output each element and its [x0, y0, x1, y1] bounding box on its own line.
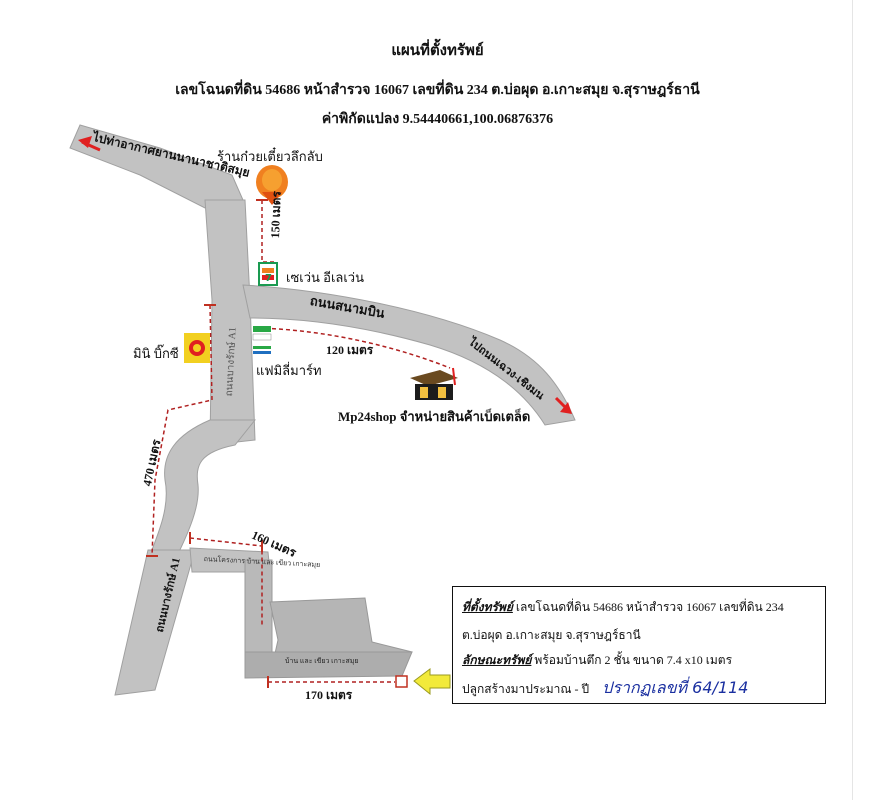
distance-150-label: 150 เมตร: [267, 190, 284, 239]
pointer-arrow-icon: [413, 668, 451, 696]
info-property-label: ลักษณะทรัพย์: [462, 653, 532, 667]
info-location-text: เลขโฉนดที่ดิน 54686 หน้าสำรวจ 16067 เลขท…: [512, 600, 784, 614]
dash-120: [257, 327, 451, 369]
arrow-to-chaweng: [554, 396, 572, 414]
road-sanam-bin: [242, 284, 576, 426]
shop-building-icon: [410, 367, 458, 400]
info-built-row: ปลูกสร้างมาประมาณ - ปี ปรากฏเลขที่ 64/11…: [462, 676, 748, 701]
info-handwritten-note: ปรากฏเลขที่ 64/114: [602, 678, 749, 697]
page-edge-line: [852, 0, 853, 800]
svg-text:7: 7: [265, 273, 272, 284]
distance-120-label: 120 เมตร: [326, 343, 374, 357]
info-location-label: ที่ตั้งทรัพย์: [462, 600, 513, 614]
info-location-row: ที่ตั้งทรัพย์ เลขโฉนดที่ดิน 54686 หน้าสำ…: [462, 598, 784, 617]
deed-subtitle: เลขโฉนดที่ดิน 54686 หน้าสำรวจ 16067 เลขท…: [175, 83, 700, 98]
family-mart-icon: [252, 326, 272, 354]
map-title: แผนที่ตั้งทรัพย์: [391, 43, 484, 59]
info-property-row: ลักษณะทรัพย์ พร้อมบ้านตึก 2 ชั้น ขนาด 7.…: [462, 651, 732, 670]
road-a1-lower: [114, 549, 196, 696]
family-mart-label: แฟมิลี่มาร์ท: [256, 363, 322, 378]
mini-big-c-label: มินิ บิ๊กซี: [133, 346, 179, 361]
coordinates-text: ค่าพิกัดแปลง 9.54440661,100.06876376: [321, 112, 554, 127]
road-a1-upper: [204, 199, 256, 446]
road-label-village: บ้าน และ เขียว เกาะสมุย: [285, 657, 359, 665]
distance-170-label: 170 เมตร: [305, 688, 353, 702]
property-marker: [395, 675, 408, 688]
mini-big-c-icon: [184, 333, 210, 363]
noodle-shop-pin-icon: [256, 165, 288, 205]
info-location-row-2: ต.บ่อผุด อ.เกาะสมุย จ.สุราษฎร์ธานี: [462, 628, 641, 642]
noodle-shop-label: ร้านก๋วยเตี๋ยวลึกลับ: [217, 149, 323, 164]
dash-470: [151, 304, 213, 557]
property-info-box: ที่ตั้งทรัพย์ เลขโฉนดที่ดิน 54686 หน้าสำ…: [452, 586, 826, 704]
seven-eleven-icon: 7: [258, 262, 278, 286]
info-built-text: ปลูกสร้างมาประมาณ - ปี: [462, 682, 590, 696]
info-property-text: พร้อมบ้านตึก 2 ชั้น ขนาด 7.4 x10 เมตร: [531, 653, 733, 667]
mp24shop-label: Mp24shop จำหน่ายสินค้าเบ็ดเตล็ด: [338, 409, 531, 424]
arrow-to-airport: [78, 136, 101, 152]
seven-eleven-label: เซเว่น อีเลเว่น: [286, 270, 364, 285]
